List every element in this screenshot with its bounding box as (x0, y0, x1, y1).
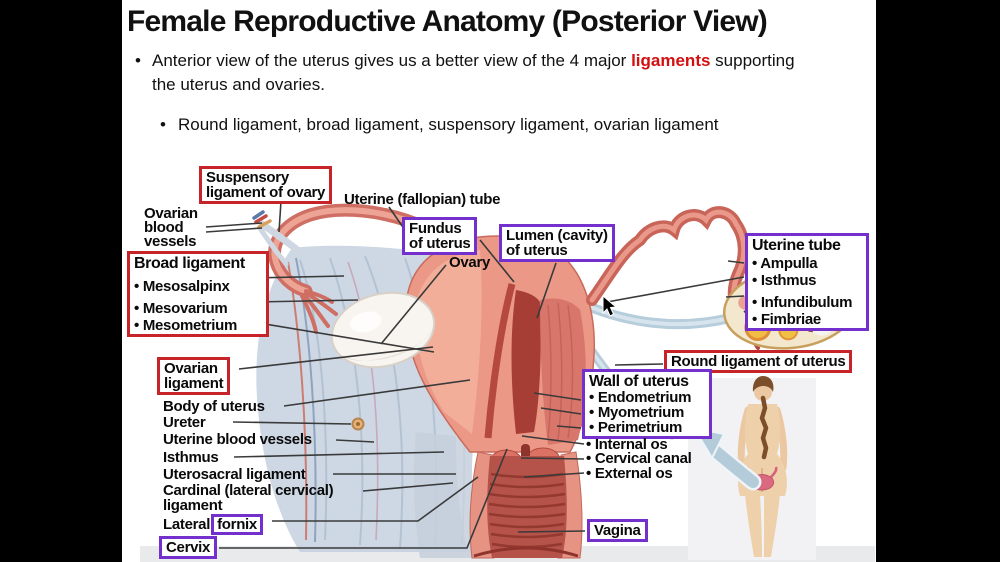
sub-bullet: • Round ligament, broad ligament, suspen… (160, 113, 860, 137)
main-bullet-text-post: supporting (710, 51, 795, 70)
paracervical-tissue (413, 432, 478, 558)
page-title: Female Reproductive Anatomy (Posterior V… (127, 5, 768, 38)
label-ovarian-ligament: Ovarian ligament (157, 357, 231, 395)
label-broad-ligament: Broad ligament • Mesosalpinx • Mesovariu… (127, 251, 269, 337)
ligaments-highlight: ligaments (631, 51, 711, 70)
label-suspensory-ligament: Suspensory ligament of ovary (199, 166, 333, 204)
label-round-ligament: Round ligament of uterus (664, 350, 853, 373)
mouse-cursor-icon (602, 294, 618, 317)
label-wall-of-uterus: Wall of uterus • Endometrium • Myometriu… (582, 369, 712, 439)
fornix-box: fornix (211, 514, 263, 535)
bullet-marker: • (160, 115, 166, 134)
female-figure (691, 376, 788, 557)
figure-leg-left (745, 494, 762, 557)
main-bullet-text: Anterior view of the uterus gives us a b… (152, 51, 632, 70)
vagina-canal (469, 451, 583, 559)
uterus-lumen (511, 290, 541, 434)
myometrium-wall (540, 298, 586, 445)
main-bullet-line2: the uterus and ovaries. (152, 75, 325, 94)
bullet-marker: • (135, 51, 141, 70)
label-uterine-fallopian-tube: Uterine (fallopian) tube (344, 191, 501, 208)
label-ovarian-blood-vessels: Ovarian blood vessels (144, 205, 198, 250)
ureter-cross-section (351, 417, 365, 431)
label-fundus: Fundus of uterus (402, 217, 478, 255)
label-vagina: Vagina (587, 519, 648, 542)
label-isthmus: Isthmus (163, 449, 219, 466)
label-internal-os: • Internal os (586, 436, 668, 453)
label-uterine-blood-vessels: Uterine blood vessels (163, 431, 312, 448)
sub-bullet-text: Round ligament, broad ligament, suspenso… (178, 115, 719, 134)
figure-head (754, 383, 772, 401)
label-uterosacral-ligament: Uterosacral ligament (163, 466, 306, 483)
figure-braid (759, 395, 769, 460)
label-cervical-canal: • Cervical canal (586, 450, 692, 467)
label-lumen: Lumen (cavity) of uterus (499, 224, 615, 262)
ovarian-vessels-tip (252, 210, 304, 267)
figure-leg-right (764, 494, 780, 557)
label-uterine-tube: Uterine tube • Ampulla • Isthmus • Infun… (745, 233, 869, 331)
label-cardinal-ligament: Cardinal (lateral cervical) ligament (163, 482, 334, 514)
uterus-cut-edge (484, 283, 516, 439)
label-ureter: Ureter (163, 414, 206, 431)
figure-hair (752, 376, 774, 392)
label-body-of-uterus: Body of uterus (163, 398, 265, 415)
label-external-os: • External os (586, 465, 673, 482)
label-ovary: Ovary (449, 254, 491, 271)
label-cervix: Cervix (159, 536, 218, 559)
main-bullet: • Anterior view of the uterus gives us a… (135, 49, 870, 97)
